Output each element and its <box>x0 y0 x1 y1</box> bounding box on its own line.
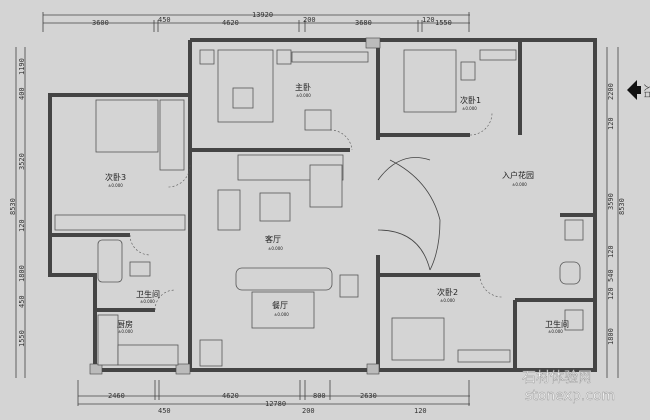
room-label-bedroom3: 次卧3 <box>105 172 126 182</box>
wardrobe-3 <box>54 214 186 231</box>
dim-label: 4620 <box>222 19 239 27</box>
dim-label: 1550 <box>18 330 26 347</box>
dim-right-total: 8530 <box>618 198 626 215</box>
watermark-cn: 石材体验网 <box>522 370 592 386</box>
plant <box>232 87 254 109</box>
bottom-dimensions: 2460 450 4620 200 800 2630 120 12780 <box>77 380 470 415</box>
left-dimensions: 1190 400 3520 8530 120 1800 450 1550 <box>9 47 26 378</box>
dim-label: 1800 <box>607 328 615 345</box>
room-label-entry-garden: 入户花园 <box>502 170 534 180</box>
dim-left-total: 8530 <box>9 198 17 215</box>
bed-3 <box>95 99 159 153</box>
dim-label: 450 <box>18 295 26 308</box>
dim-label: 120 <box>607 287 615 300</box>
right-dimensions: 2200 120 3590 8530 120 540 120 1800 <box>606 47 626 378</box>
furniture <box>54 49 584 367</box>
bed-1 <box>403 49 457 113</box>
elevation-label: ±0.000 <box>108 183 123 188</box>
dim-label: 120 <box>414 407 427 415</box>
room-label-dining-room: 餐厅 <box>272 301 288 310</box>
elevation-label: ±0.000 <box>440 298 455 303</box>
dining-sideboard <box>235 267 333 291</box>
room-label-bathroom-right: 卫生间 <box>545 319 569 329</box>
dim-label: 400 <box>18 87 26 100</box>
entrance-arrow-icon: 入口 <box>627 80 650 100</box>
dim-label: 120 <box>422 16 435 24</box>
elevation-label: ±0.000 <box>118 329 133 334</box>
master-bed <box>217 49 274 123</box>
elevation-label: ±0.000 <box>274 312 289 317</box>
bed-2 <box>391 317 445 361</box>
dim-label: 1550 <box>435 19 452 27</box>
spiral-stair <box>389 159 441 271</box>
room-label-living-room: 客厅 <box>265 234 281 244</box>
elevation-label: ±0.000 <box>296 93 311 98</box>
columns <box>89 37 381 375</box>
dim-label: 540 <box>607 269 615 282</box>
side-table <box>217 189 241 231</box>
dim-label: 450 <box>158 16 171 24</box>
dim-label: 2630 <box>360 392 377 400</box>
dim-label: 3680 <box>355 19 372 27</box>
room-labels: 主卧 ±0.000 次卧1 ±0.000 次卧3 ±0.000 入户花园 ±0.… <box>105 82 569 334</box>
coffee-table <box>259 192 291 222</box>
kitchen-counter <box>97 314 119 366</box>
room-label-kitchen: 厨房 <box>117 319 133 329</box>
room-label-bedroom2: 次卧2 <box>437 287 458 297</box>
bathtub <box>97 239 123 283</box>
elevation-label: ±0.000 <box>548 329 563 334</box>
elevation-label: ±0.000 <box>140 299 155 304</box>
watermark: 石材体验网 stonexp.com <box>522 370 616 404</box>
walls <box>48 38 597 372</box>
dim-label: 120 <box>607 117 615 130</box>
room-label-bedroom1: 次卧1 <box>460 95 481 105</box>
dining-table <box>251 291 315 329</box>
dim-top-total: 13920 <box>252 11 273 19</box>
elevation-label: ±0.000 <box>462 106 477 111</box>
dim-label: 3600 <box>92 19 109 27</box>
dim-label: 200 <box>302 407 315 415</box>
dim-label: 1800 <box>18 265 26 282</box>
dim-label: 2200 <box>607 83 615 100</box>
dim-label: 120 <box>18 219 26 232</box>
dim-bottom-total: 12780 <box>265 400 286 408</box>
top-dimensions: 13920 3600 450 4620 200 3680 120 1550 <box>42 11 470 32</box>
dim-label: 120 <box>607 245 615 258</box>
dim-label: 3520 <box>18 153 26 170</box>
dim-label: 450 <box>158 407 171 415</box>
room-label-master-bedroom: 主卧 <box>295 82 311 92</box>
dim-label: 3590 <box>607 193 615 210</box>
dim-label: 800 <box>313 392 326 400</box>
dim-label: 1190 <box>18 58 26 75</box>
elevation-label: ±0.000 <box>268 246 283 251</box>
wardrobe <box>291 51 369 63</box>
dim-label: 4620 <box>222 392 239 400</box>
watermark-en: stonexp.com <box>525 388 615 404</box>
room-label-bathroom-left: 卫生间 <box>136 289 160 299</box>
entrance-label: 入口 <box>643 84 650 98</box>
dim-label: 200 <box>303 16 316 24</box>
elevation-label: ±0.000 <box>512 182 527 187</box>
dim-label: 2460 <box>108 392 125 400</box>
